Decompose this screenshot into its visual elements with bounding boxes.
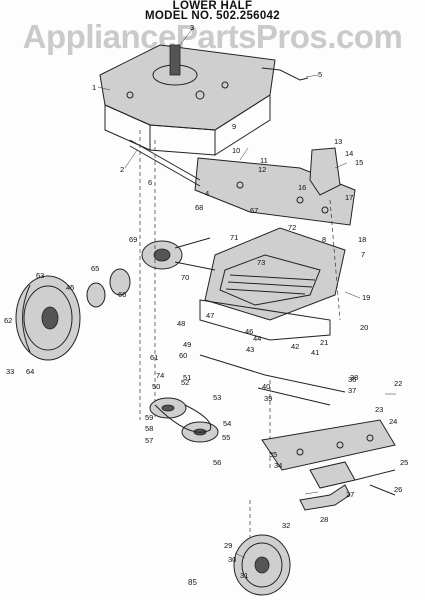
callout-56: 56 bbox=[213, 458, 221, 467]
callout-70: 70 bbox=[181, 273, 189, 282]
callout-34: 34 bbox=[274, 461, 282, 470]
callout-71: 71 bbox=[230, 233, 238, 242]
page-number: 85 bbox=[188, 578, 197, 587]
front-axle-plate bbox=[261, 419, 396, 471]
callout-74: 74 bbox=[156, 371, 164, 380]
callout-15: 15 bbox=[355, 158, 363, 167]
callout-69: 69 bbox=[129, 235, 137, 244]
callout-25: 25 bbox=[400, 458, 408, 467]
front-wheel bbox=[233, 534, 291, 596]
drive-pulley-assembly bbox=[141, 237, 216, 271]
lower-pan bbox=[199, 299, 331, 341]
callout-28: 28 bbox=[320, 515, 328, 524]
callout-43: 43 bbox=[246, 345, 254, 354]
callout-72: 72 bbox=[288, 223, 296, 232]
callout-46: 46 bbox=[245, 327, 253, 336]
callout-49: 49 bbox=[183, 340, 191, 349]
callout-19: 19 bbox=[362, 293, 370, 302]
callout-5: 5 bbox=[318, 70, 322, 79]
callout-27: 27 bbox=[346, 490, 354, 499]
callout-63: 63 bbox=[36, 271, 44, 280]
callout-2: 2 bbox=[120, 165, 124, 174]
callout-39: 39 bbox=[264, 394, 272, 403]
callout-58: 58 bbox=[145, 424, 153, 433]
callout-9: 9 bbox=[232, 122, 236, 131]
callout-64: 64 bbox=[26, 367, 34, 376]
callout-61: 61 bbox=[150, 353, 158, 362]
callout-44: 44 bbox=[253, 334, 261, 343]
callout-33: 33 bbox=[6, 367, 14, 376]
callout-55: 55 bbox=[222, 433, 230, 442]
callout-52: 52 bbox=[181, 378, 189, 387]
callout-16: 16 bbox=[298, 183, 306, 192]
callout-4: 4 bbox=[205, 189, 209, 198]
model-number: MODEL NO. 502.256042 bbox=[145, 10, 280, 22]
callout-6: 6 bbox=[148, 178, 152, 187]
axle-shaft bbox=[129, 139, 201, 181]
callout-41: 41 bbox=[311, 348, 319, 357]
callout-20: 20 bbox=[360, 323, 368, 332]
callout-14: 14 bbox=[345, 149, 353, 158]
callout-60: 60 bbox=[179, 351, 187, 360]
guide-rod-upper bbox=[264, 374, 346, 393]
callout-40: 40 bbox=[262, 382, 270, 391]
rear-wheel bbox=[15, 275, 81, 361]
steering-arm bbox=[299, 484, 351, 511]
callout-38: 38 bbox=[350, 373, 358, 382]
callout-8: 8 bbox=[322, 235, 326, 244]
callout-48: 48 bbox=[177, 319, 185, 328]
callout-67: 67 bbox=[250, 206, 258, 215]
callout-11: 11 bbox=[260, 156, 268, 165]
callout-68: 68 bbox=[195, 203, 203, 212]
callout-labels: 1234567891011121314151617181920212223242… bbox=[4, 23, 408, 580]
callout-62: 62 bbox=[4, 316, 12, 325]
callout-18: 18 bbox=[358, 235, 366, 244]
callout-26: 26 bbox=[394, 485, 402, 494]
support-bracket bbox=[309, 147, 341, 196]
callout-7: 7 bbox=[361, 250, 365, 259]
spindle-bracket bbox=[309, 461, 356, 489]
watermark: AppliancePartsPros.com bbox=[22, 18, 403, 55]
frame-plate bbox=[99, 44, 276, 156]
callout-35: 35 bbox=[269, 450, 277, 459]
callout-21: 21 bbox=[320, 338, 328, 347]
callout-22: 22 bbox=[394, 379, 402, 388]
callout-13: 13 bbox=[334, 137, 342, 146]
callout-31: 31 bbox=[240, 571, 248, 580]
lower-pulley-assembly bbox=[149, 397, 219, 443]
hub-cap bbox=[109, 268, 131, 296]
callout-53: 53 bbox=[213, 393, 221, 402]
guide-rod-lower bbox=[257, 387, 331, 406]
callout-42: 42 bbox=[291, 342, 299, 351]
callout-59: 59 bbox=[145, 413, 153, 422]
callout-65: 65 bbox=[91, 264, 99, 273]
callout-1: 1 bbox=[92, 83, 96, 92]
control-rod bbox=[261, 67, 309, 81]
callout-3: 3 bbox=[190, 23, 194, 32]
callout-45: 45 bbox=[66, 283, 74, 292]
callout-36: 36 bbox=[348, 375, 356, 384]
wheel-hub bbox=[86, 282, 106, 308]
callout-57: 57 bbox=[145, 436, 153, 445]
diagram-title: LOWER HALF bbox=[172, 0, 253, 12]
callout-12: 12 bbox=[258, 165, 266, 174]
callout-50: 50 bbox=[152, 382, 160, 391]
callout-51: 51 bbox=[183, 373, 191, 382]
callout-47: 47 bbox=[206, 311, 214, 320]
callout-54: 54 bbox=[223, 419, 231, 428]
callout-24: 24 bbox=[389, 417, 397, 426]
callout-30: 30 bbox=[228, 555, 236, 564]
callout-73: 73 bbox=[257, 258, 265, 267]
callout-32: 32 bbox=[282, 521, 290, 530]
callout-10: 10 bbox=[232, 146, 240, 155]
callout-23: 23 bbox=[375, 405, 383, 414]
callout-29: 29 bbox=[224, 541, 232, 550]
callout-37: 37 bbox=[348, 386, 356, 395]
callout-66: 66 bbox=[118, 290, 126, 299]
callout-17: 17 bbox=[345, 193, 353, 202]
foot-plate bbox=[204, 227, 346, 321]
